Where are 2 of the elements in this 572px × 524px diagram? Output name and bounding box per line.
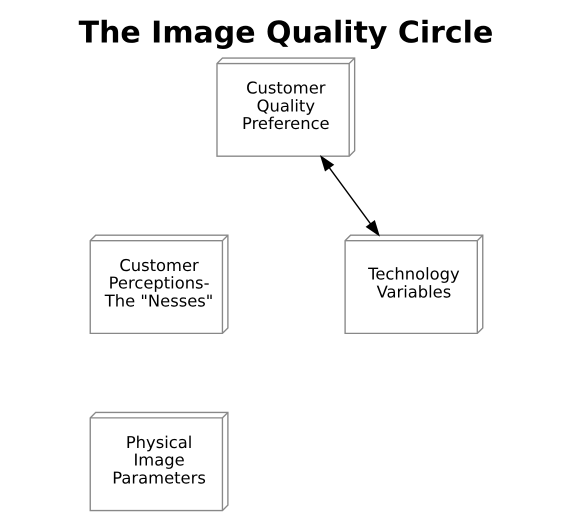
arrow — [319, 154, 380, 236]
diagram-title: The Image Quality Circle — [78, 15, 493, 50]
